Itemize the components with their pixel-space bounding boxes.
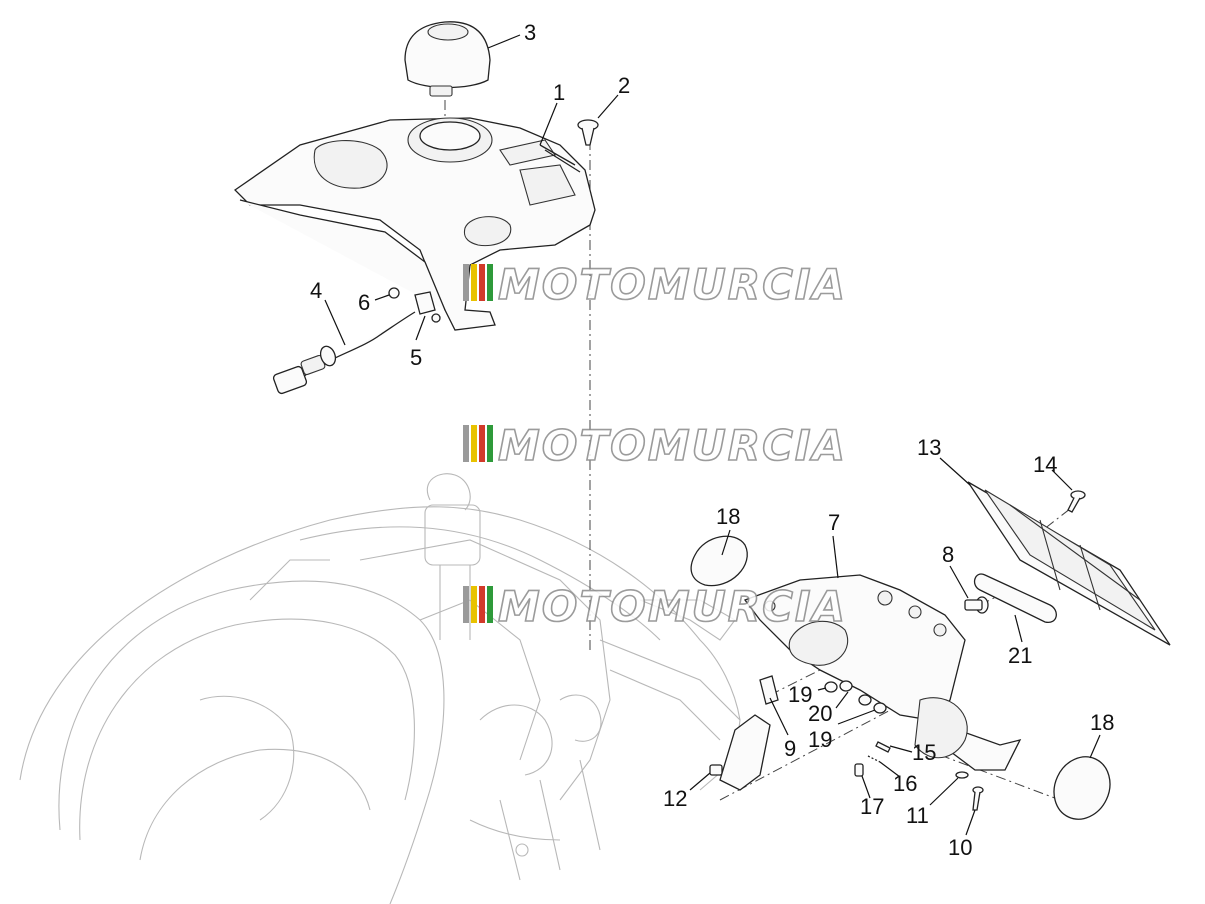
stripe-grey	[463, 425, 469, 462]
callout-labels: 1 2 3 4 5 6 7 8 9 10 11 12 13 14 15 16 1…	[310, 20, 1114, 860]
watermark-stripes	[463, 264, 493, 301]
reflector-18-lower-part	[1053, 756, 1111, 820]
spring-16-part	[867, 755, 881, 763]
stripe-grey	[463, 586, 469, 623]
mudguard-bracket-part	[743, 574, 1022, 771]
callout-20: 20	[808, 701, 832, 726]
callout-4: 4	[310, 278, 322, 303]
watermark-brand-text: MOTOMURCIA	[498, 260, 847, 309]
stripe-green	[487, 425, 493, 462]
callout-2: 2	[618, 73, 630, 98]
watermark-bottom: MOTOMURCIA	[463, 581, 847, 632]
frame-underseat-outline	[19, 473, 741, 904]
callout-13: 13	[917, 435, 941, 460]
callout-14: 14	[1033, 452, 1057, 477]
callout-12: 12	[663, 786, 687, 811]
callout-10: 10	[948, 835, 972, 860]
cable-sensor-part	[272, 311, 416, 395]
watermark-brand-text: MOTOMURCIA	[498, 582, 847, 631]
stripe-green	[487, 264, 493, 301]
cap-part	[404, 21, 491, 97]
stripe-red	[479, 264, 485, 301]
clip-part	[759, 675, 779, 705]
callout-19-upper: 19	[788, 682, 812, 707]
washer-19-upper-part	[824, 681, 838, 693]
washer-19-lower-part	[858, 694, 887, 714]
clip-12-part	[709, 764, 723, 776]
pin-15-part	[875, 741, 891, 753]
bolt-part	[964, 596, 989, 614]
callout-15: 15	[912, 740, 936, 765]
washer-11-part	[955, 771, 969, 779]
callout-18-lower: 18	[1090, 710, 1114, 735]
screw-10-part	[972, 786, 984, 811]
sleeve-17-part	[854, 763, 864, 777]
callout-9: 9	[784, 736, 796, 761]
rear-cover-part	[233, 117, 596, 331]
stripe-yellow	[471, 425, 477, 462]
watermark-stripes	[463, 425, 493, 462]
callout-5: 5	[410, 345, 422, 370]
callout-18-upper: 18	[716, 504, 740, 529]
watermark-top: MOTOMURCIA	[463, 259, 847, 310]
callout-8: 8	[942, 542, 954, 567]
callout-1: 1	[553, 80, 565, 105]
callout-16: 16	[893, 771, 917, 796]
callout-7: 7	[828, 510, 840, 535]
license-plate-holder-part	[967, 481, 1171, 646]
reflector-18-upper-part	[690, 535, 748, 587]
leader-lines	[324, 34, 1101, 836]
stripe-grey	[463, 264, 469, 301]
watermark-brand-text: MOTOMURCIA	[498, 421, 847, 470]
screw-part	[577, 119, 599, 146]
stripe-red	[479, 425, 485, 462]
stripe-red	[479, 586, 485, 623]
stripe-green	[487, 586, 493, 623]
nut-part	[388, 287, 400, 299]
reflector-strip-21-part	[973, 573, 1057, 623]
callout-11: 11	[906, 803, 929, 828]
callout-19-lower: 19	[808, 727, 832, 752]
watermark-stripes	[463, 586, 493, 623]
stripe-yellow	[471, 264, 477, 301]
callout-17: 17	[860, 794, 884, 819]
callout-21: 21	[1008, 643, 1032, 668]
screw-14-part	[1067, 490, 1086, 513]
nut-20-part	[839, 680, 853, 692]
stripe-yellow	[471, 586, 477, 623]
bracket-part	[414, 291, 441, 323]
lamp-housing-part	[719, 714, 771, 791]
callout-6: 6	[358, 290, 370, 315]
callout-3: 3	[524, 20, 536, 45]
watermark-middle: MOTOMURCIA	[463, 420, 847, 471]
